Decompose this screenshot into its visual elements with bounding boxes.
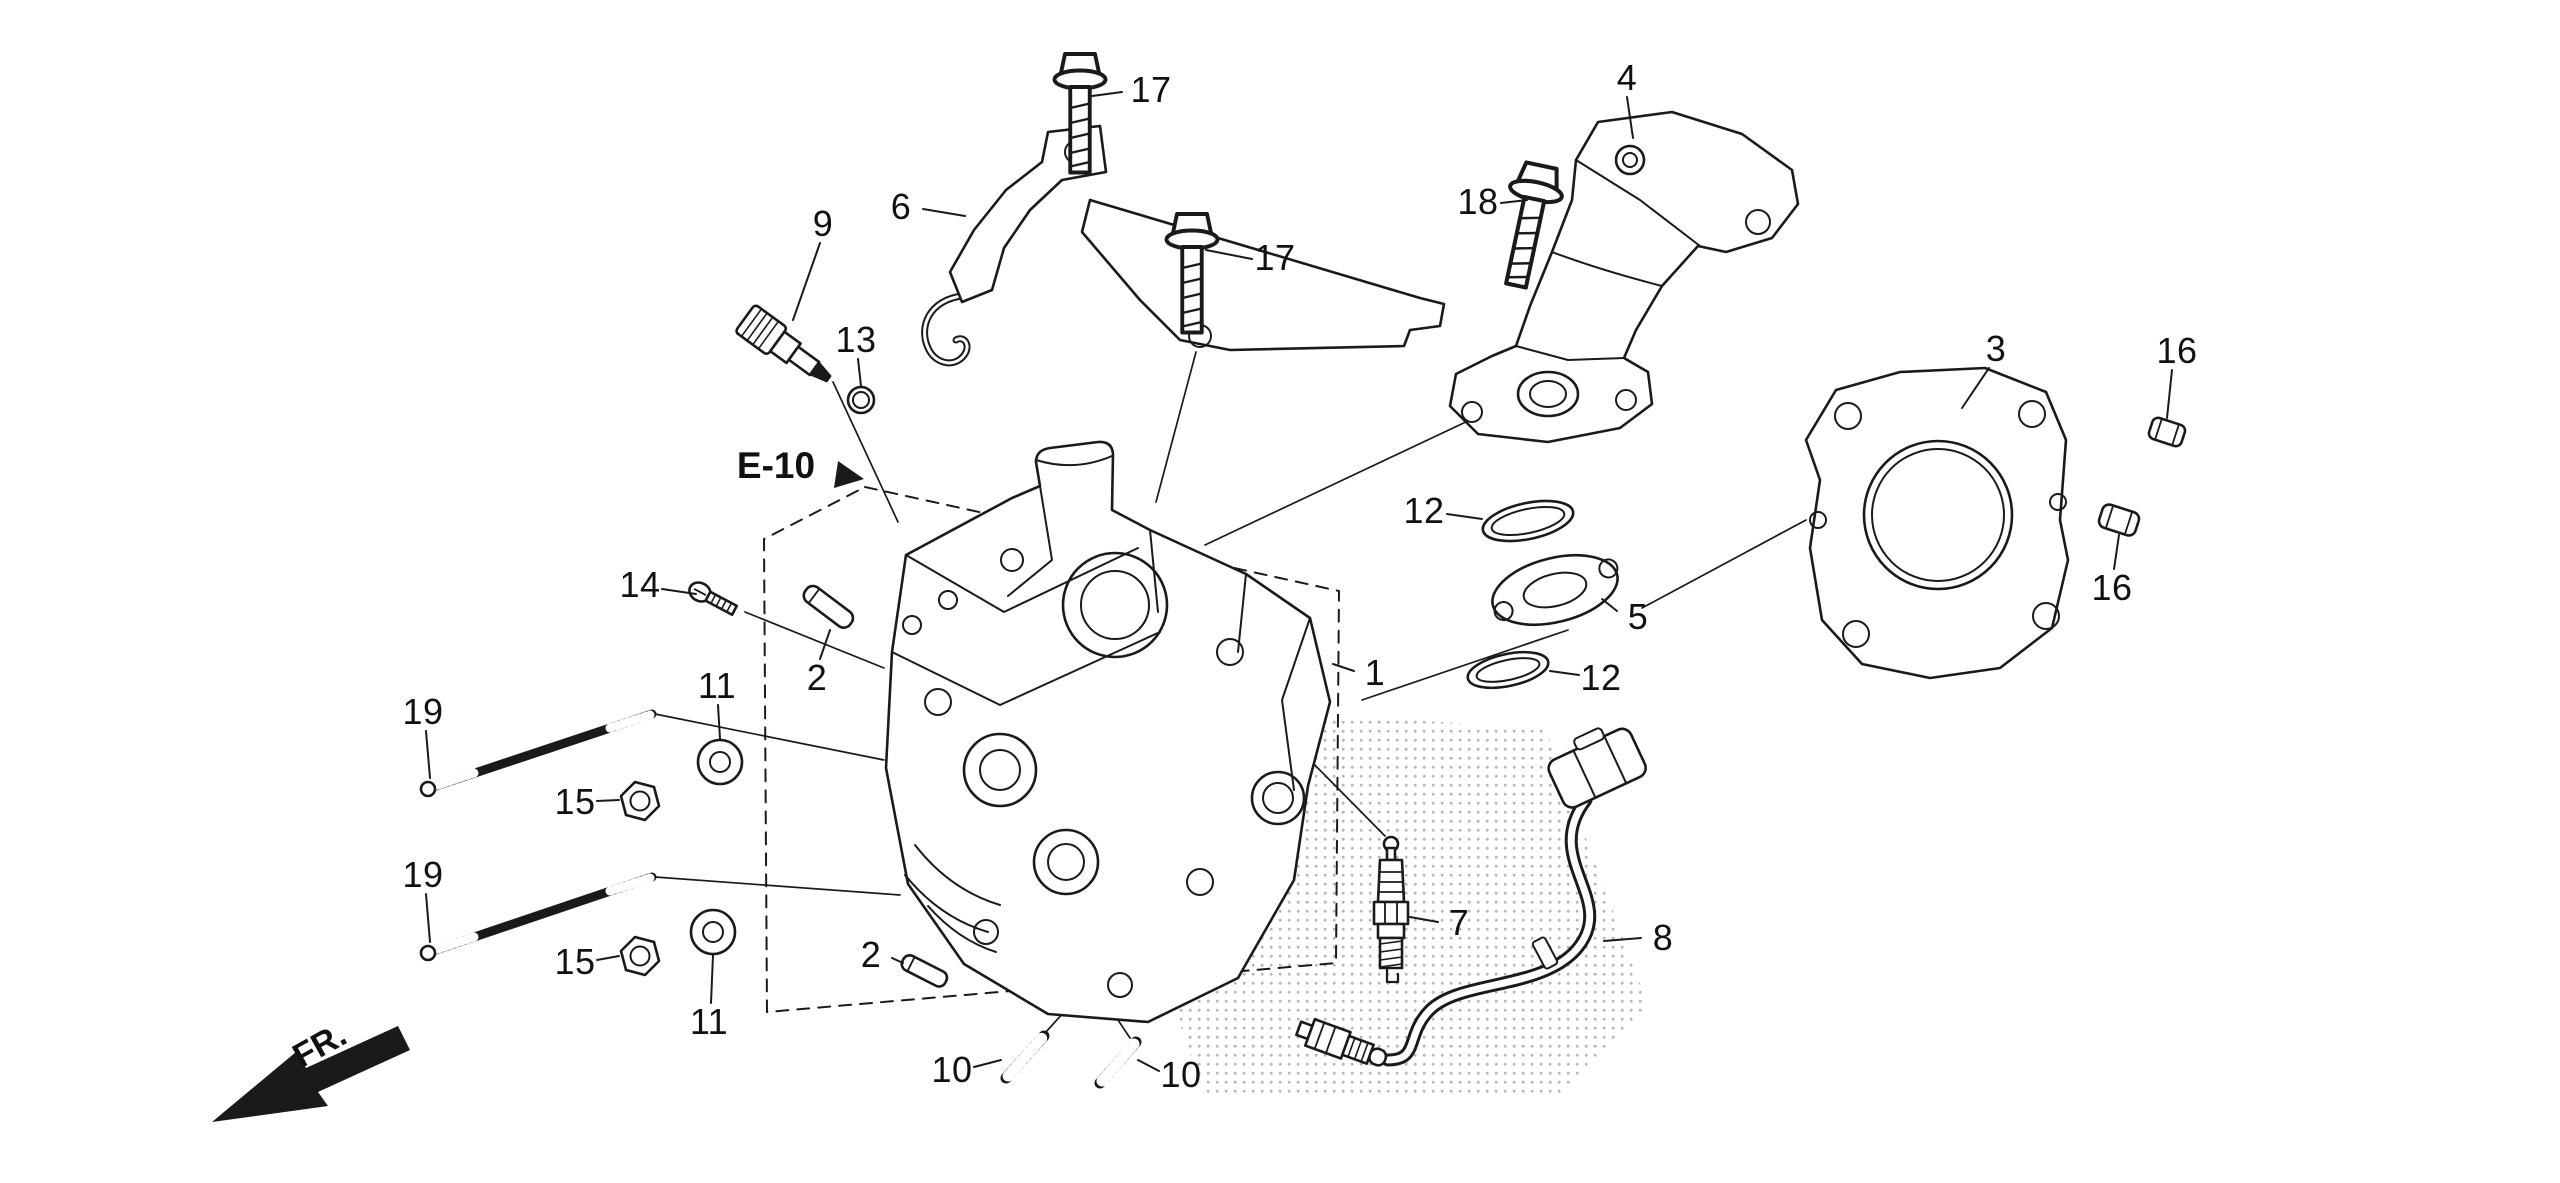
part-callout-13-6[interactable]: 13	[835, 319, 877, 360]
part-callout-11-16[interactable]: 11	[697, 665, 737, 706]
leader-line-18-2	[1500, 199, 1528, 204]
part-callout-12-14[interactable]: 12	[1580, 657, 1622, 698]
part-callout-7-23[interactable]: 7	[1448, 902, 1470, 943]
leader-line-16-8	[2166, 369, 2173, 419]
leader-lines	[425, 91, 2173, 1072]
washer-11-bottom	[689, 908, 737, 956]
part-callout-2-11[interactable]: 2	[806, 657, 828, 698]
cylinder-head-drawing	[884, 440, 1332, 1024]
part-callout-9-3[interactable]: 9	[812, 203, 834, 244]
part-callout-16-8[interactable]: 16	[2156, 330, 2198, 371]
part-callout-1-13[interactable]: 1	[1364, 652, 1386, 693]
stud-10-left	[1000, 1030, 1050, 1084]
washer-11-top	[696, 738, 744, 786]
leader-line-3-7	[1961, 367, 1990, 409]
insulator-5	[1491, 554, 1619, 626]
leader-line-19-19	[425, 893, 431, 943]
o-ring-12-top	[1481, 499, 1575, 543]
leader-line-4-1	[1626, 96, 1634, 139]
part-callout-8-24[interactable]: 8	[1652, 917, 1674, 958]
o-ring-13	[846, 385, 876, 415]
part-callout-14-10[interactable]: 14	[619, 564, 661, 605]
dowel-pin-16-bottom	[2097, 503, 2141, 537]
leader-line-15-18	[596, 799, 620, 802]
leader-line-9-3	[792, 242, 821, 321]
leader-line-11-22	[710, 954, 714, 1004]
part-callout-10-26[interactable]: 10	[1160, 1054, 1202, 1095]
leader-line-10-25	[973, 1059, 1002, 1068]
part-callout-15-20[interactable]: 15	[554, 941, 596, 982]
stud-bolt-19-top	[419, 709, 657, 798]
leader-line-10-26	[1137, 1059, 1160, 1072]
nut-15-top	[619, 780, 661, 822]
thermo-sensor-drawing	[735, 304, 832, 383]
part-callout-2-21[interactable]: 2	[860, 934, 882, 975]
part-callout-12-9[interactable]: 12	[1403, 490, 1445, 531]
leader-line-14-10	[661, 588, 697, 595]
stud-10-right	[1094, 1036, 1142, 1089]
leader-line-12-9	[1446, 513, 1483, 520]
part-callout-3-7[interactable]: 3	[1985, 328, 2007, 369]
part-callout-6-4[interactable]: 6	[890, 186, 912, 227]
part-callout-16-15[interactable]: 16	[2091, 567, 2133, 608]
leader-line-17-5	[1205, 249, 1253, 260]
dowel-pin-16-top	[2147, 416, 2187, 448]
reference-label-e10[interactable]: E-10	[736, 445, 816, 486]
leader-line-12-14	[1549, 670, 1580, 676]
head-gasket-drawing	[1804, 366, 2070, 680]
leader-line-8-24	[1603, 937, 1642, 942]
nut-15-bottom	[619, 935, 661, 977]
leader-line-6-4	[922, 208, 966, 217]
stud-2-bottom	[900, 953, 949, 988]
part-callout-19-17[interactable]: 19	[402, 691, 444, 732]
leader-line-11-16	[717, 704, 721, 740]
part-callout-19-19[interactable]: 19	[402, 854, 444, 895]
leader-line-7-23	[1409, 916, 1439, 923]
leader-line-2-11	[819, 629, 831, 660]
leader-line-19-17	[425, 730, 431, 779]
e10-arrow-icon	[834, 461, 864, 488]
oxygen-sensor-drawing	[1295, 727, 1647, 1067]
part-callout-15-18[interactable]: 15	[554, 781, 596, 822]
leader-line-5-12	[1601, 598, 1618, 612]
stud-bolt-19-bottom	[419, 872, 657, 962]
part-callout-5-12[interactable]: 5	[1627, 596, 1649, 637]
manifold-stay-drawing	[1448, 110, 1800, 444]
fr-direction-arrow-icon	[212, 1026, 410, 1122]
leader-line-17-0	[1091, 91, 1123, 97]
part-callout-18-2[interactable]: 18	[1457, 181, 1499, 222]
leader-line-2-21	[891, 957, 904, 964]
part-callout-11-22[interactable]: 11	[689, 1001, 729, 1042]
o-ring-12-bottom	[1466, 650, 1550, 690]
spark-plug-drawing	[1372, 835, 1410, 984]
part-callout-17-0[interactable]: 17	[1130, 69, 1172, 110]
part-callout-4-1[interactable]: 4	[1616, 57, 1638, 98]
leader-line-13-6	[857, 358, 862, 387]
part-callout-17-5[interactable]: 17	[1254, 237, 1296, 278]
screw-14	[688, 581, 739, 617]
leader-line-16-15	[2113, 534, 2120, 570]
stud-2-top	[802, 584, 855, 629]
leader-line-1-13	[1332, 663, 1355, 672]
part-callout-10-25[interactable]: 10	[931, 1049, 973, 1090]
leader-line-15-20	[596, 955, 620, 961]
